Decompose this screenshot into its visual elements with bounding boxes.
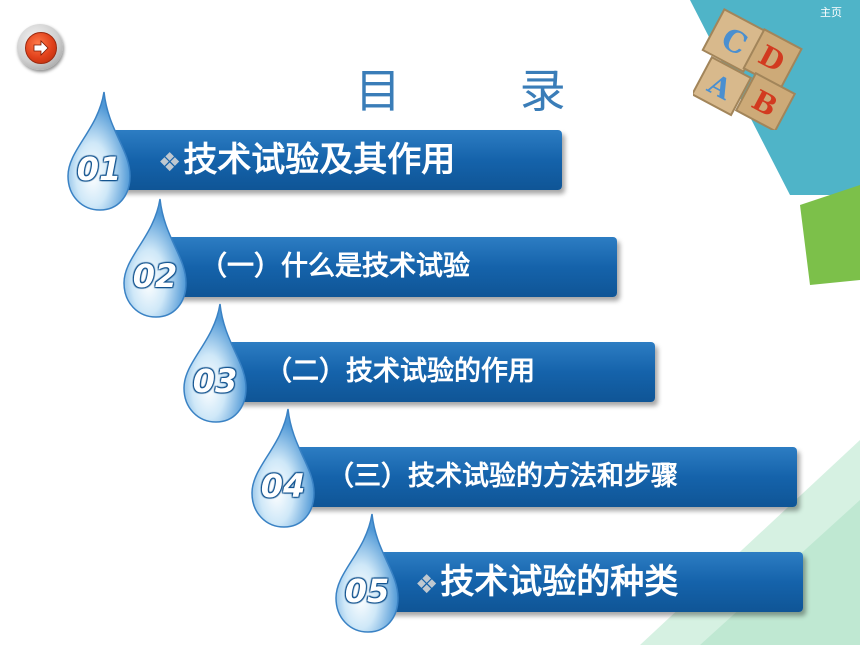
toc-item-01[interactable]: ❖技术试验及其作用 (100, 130, 562, 190)
svg-text:B: B (746, 83, 782, 123)
bullet-icon: ❖ (415, 570, 439, 600)
badge-number: 05 (344, 572, 390, 610)
toc-item-04[interactable]: （三）技术试验的方法和步骤 (282, 447, 797, 507)
toc-label: （一）什么是技术试验 (200, 251, 470, 282)
badge-number: 01 (76, 150, 122, 188)
toc-label: （二）技术试验的作用 (265, 356, 535, 387)
page-title: 目 录 (355, 64, 618, 118)
toc-item-03[interactable]: （二）技术试验的作用 (215, 342, 655, 402)
number-badge-02: 02 (120, 197, 190, 322)
toc-item-02[interactable]: （一）什么是技术试验 (155, 237, 617, 297)
number-badge-05: 05 (332, 512, 402, 637)
svg-text:A: A (702, 67, 739, 107)
arrow-right-icon (25, 32, 57, 64)
badge-number: 03 (192, 362, 238, 400)
number-badge-04: 04 (248, 407, 318, 532)
number-badge-03: 03 (180, 302, 250, 427)
bullet-icon: ❖ (158, 148, 182, 178)
next-button[interactable] (17, 24, 63, 70)
badge-number: 04 (260, 467, 306, 505)
toc-item-05[interactable]: ❖技术试验的种类 (378, 552, 803, 612)
svg-text:C: C (715, 21, 753, 63)
toc-label: 技术试验及其作用 (183, 140, 456, 180)
abcd-blocks-icon: C D A B (693, 8, 803, 130)
badge-number: 02 (132, 257, 178, 295)
number-badge-01: 01 (64, 90, 134, 215)
svg-text:D: D (753, 38, 790, 79)
home-link[interactable]: 主页 (820, 6, 842, 19)
toc-label: （三）技术试验的方法和步骤 (327, 461, 678, 492)
toc-label: 技术试验的种类 (440, 562, 679, 602)
